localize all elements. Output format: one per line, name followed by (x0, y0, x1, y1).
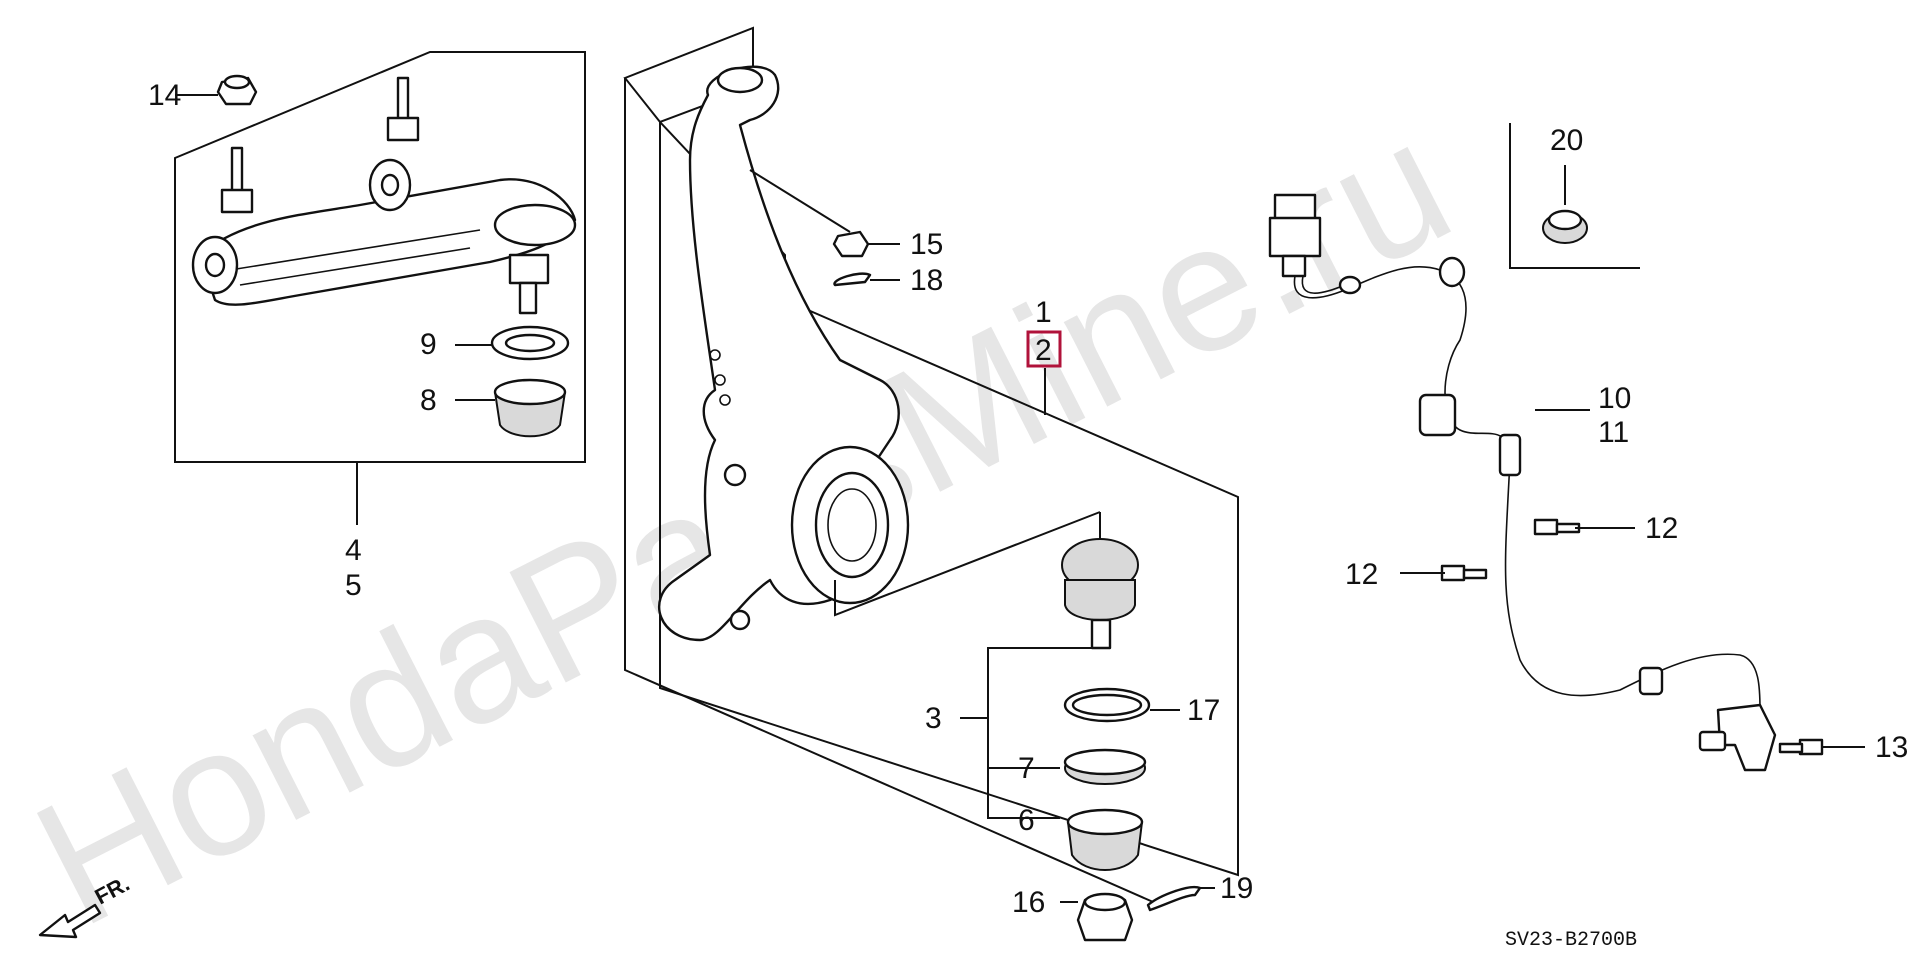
part-label-5: 5 (345, 569, 362, 602)
part-label-18: 18 (910, 264, 943, 297)
cap-group (1509, 123, 1640, 269)
part-label-2: 2 (1035, 334, 1052, 367)
part-label-4: 4 (345, 534, 362, 567)
part-label-16: 16 (1012, 886, 1045, 919)
part-label-8: 8 (420, 384, 437, 417)
sensor-group (1268, 193, 1865, 772)
part-label-7: 7 (1018, 752, 1035, 785)
part-label-9: 9 (420, 328, 437, 361)
part-label-12a: 12 (1645, 512, 1678, 545)
part-label-6: 6 (1018, 804, 1035, 837)
upper-arm-group (174, 51, 586, 525)
part-label-17: 17 (1187, 694, 1220, 727)
diagram-code: SV23-B2700B (1505, 929, 1637, 952)
ball-joint-group (834, 511, 1215, 942)
part-2-highlight (1026, 330, 1062, 368)
part-label-13: 13 (1875, 731, 1908, 764)
part-label-15: 15 (910, 228, 943, 261)
part-label-14: 14 (148, 79, 181, 112)
part-label-11: 11 (1598, 416, 1629, 449)
part-label-19: 19 (1220, 872, 1253, 905)
part-label-20: 20 (1550, 124, 1583, 157)
part-label-12b: 12 (1345, 558, 1378, 591)
part-label-10: 10 (1598, 382, 1631, 415)
part-label-3: 3 (925, 702, 942, 735)
part-label-1: 1 (1035, 296, 1052, 329)
knuckle-group (623, 26, 1239, 906)
